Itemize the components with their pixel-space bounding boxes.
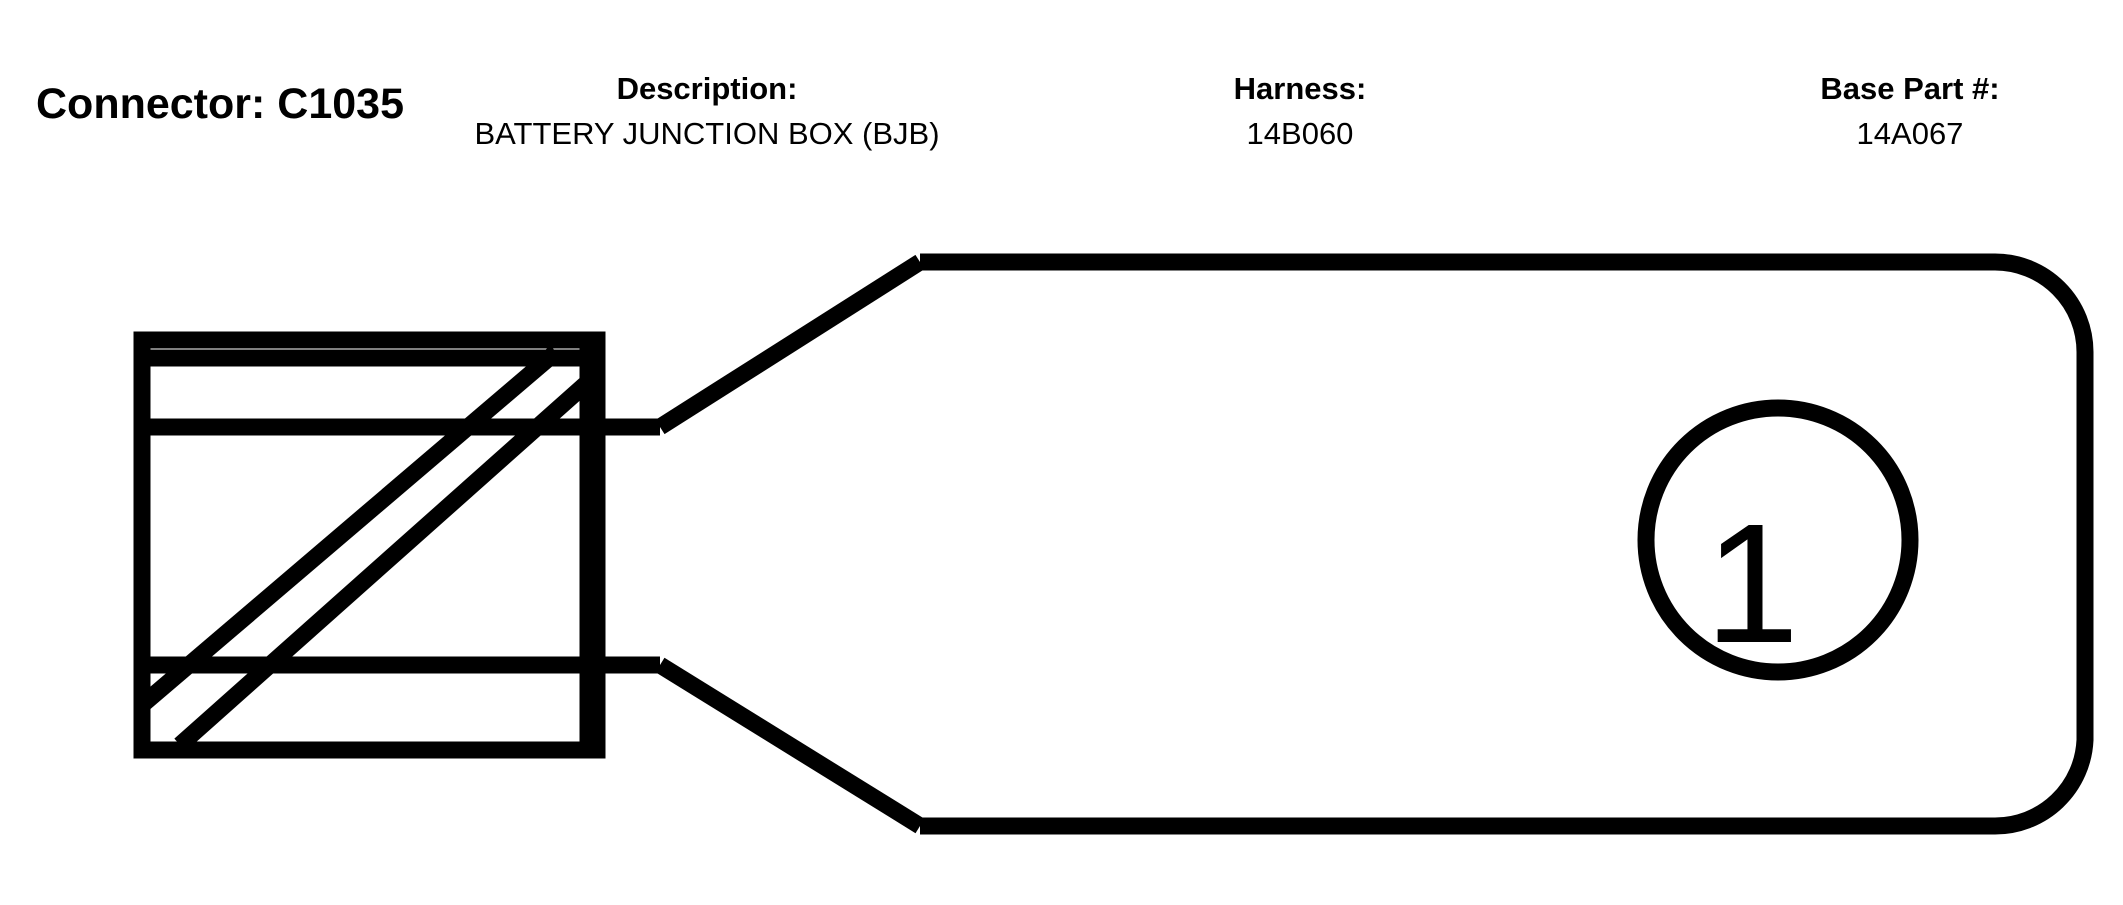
crimp-hatch-line-2 <box>174 375 594 752</box>
harness-value: 14B060 <box>1246 116 1354 151</box>
base-part-field: Base Part #: 14A067 <box>1770 70 2050 153</box>
harness-field: Harness: 14B060 <box>1180 70 1420 153</box>
crimp-box-outline <box>133 331 606 759</box>
pin-1-circle <box>1637 399 1919 681</box>
description-label: Description: <box>616 71 798 106</box>
pin-1-label: 1 <box>1705 489 1800 679</box>
connector-header: Connector: C1035 Description: BATTERY JU… <box>0 0 2123 180</box>
description-field: Description: BATTERY JUNCTION BOX (BJB) <box>462 70 952 153</box>
terminal-ring-body <box>920 253 2094 835</box>
base-part-value: 14A067 <box>1856 116 1964 151</box>
terminal-neck-upper <box>655 254 925 435</box>
description-value: BATTERY JUNCTION BOX (BJB) <box>474 116 940 151</box>
harness-label: Harness: <box>1233 71 1367 106</box>
base-part-label: Base Part #: <box>1820 71 2000 106</box>
terminal-neck-lower <box>655 657 925 834</box>
crimp-hatch-line-1 <box>136 345 562 712</box>
pin-1-marker: 1 <box>1637 399 1919 681</box>
connector-title: Connector: C1035 <box>36 80 404 128</box>
